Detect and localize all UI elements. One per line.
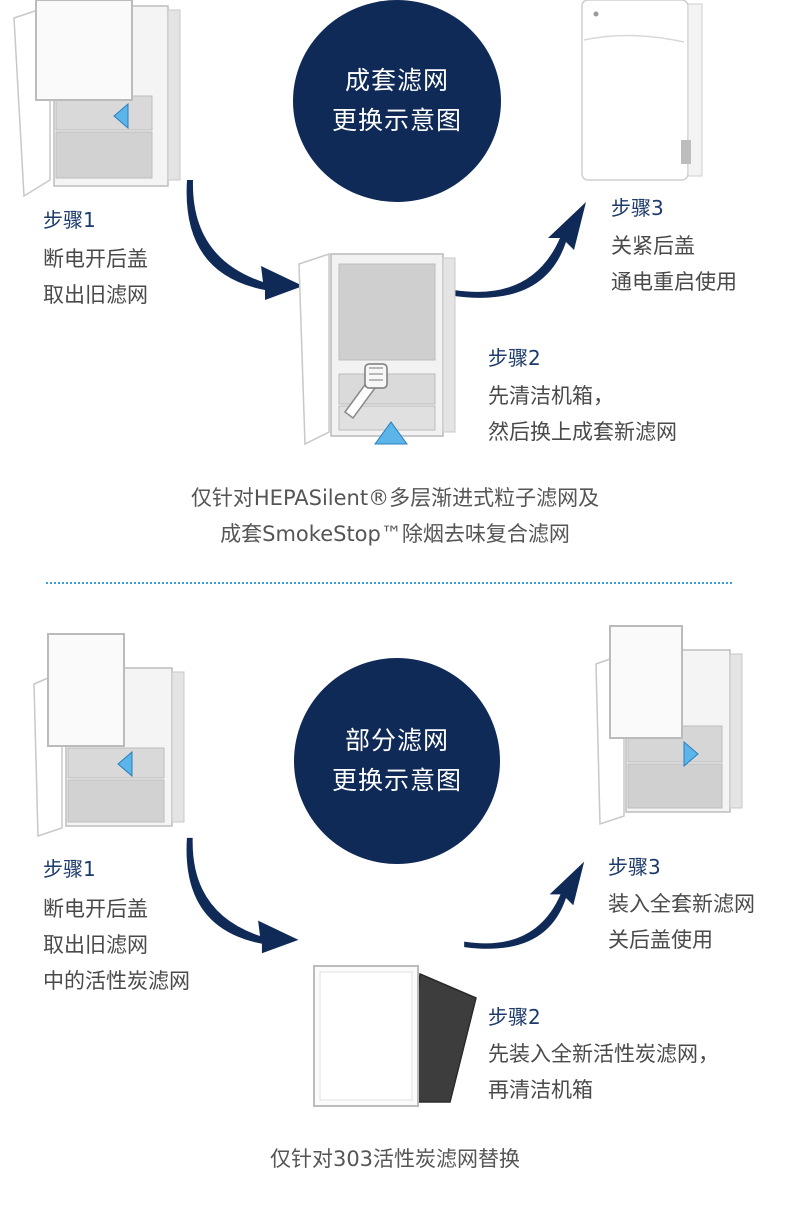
blue-arrow-marker-icon xyxy=(113,102,129,130)
section2-title-circle: 部分滤网 更换示意图 xyxy=(294,658,500,864)
section1-step1-line1: 断电开后盖 xyxy=(43,247,148,271)
section1-step2-title: 步骤2 xyxy=(488,346,541,370)
section1-circle-line1: 成套滤网 xyxy=(344,66,449,95)
section1-step3-line2: 通电重启使用 xyxy=(611,270,737,294)
section2-step1-line2: 取出旧滤网 xyxy=(43,933,148,957)
blue-arrow-marker-icon xyxy=(374,421,408,445)
section2-circle-line2: 更换示意图 xyxy=(331,766,462,795)
section2-note: 仅针对303活性炭滤网替换 xyxy=(269,1147,521,1171)
curved-arrow-icon xyxy=(186,180,303,300)
section1-step2-line1: 先清洁机箱， xyxy=(488,384,614,408)
curved-arrow-icon xyxy=(186,837,299,954)
section2-step2-title: 步骤2 xyxy=(488,1005,541,1029)
section2-step3-title: 步骤3 xyxy=(608,855,661,879)
section2-step2-line1: 先装入全新活性炭滤网， xyxy=(488,1042,719,1066)
section1-step3-line1: 关紧后盖 xyxy=(611,234,695,258)
section2-step1-title: 步骤1 xyxy=(43,857,96,881)
section2-step3-line2: 关后盖使用 xyxy=(608,928,713,952)
step3-unit-illustration xyxy=(581,0,703,181)
blue-arrow-marker-icon xyxy=(117,750,133,778)
section1-step1-title: 步骤1 xyxy=(43,208,96,232)
step2-unit-illustration xyxy=(298,252,456,446)
step1-unit-illustration xyxy=(13,0,181,198)
section2-step2-filter-illustration xyxy=(313,965,477,1107)
curved-arrow-icon xyxy=(454,202,586,298)
section2-step3-line1: 装入全套新滤网 xyxy=(608,892,755,916)
section1-title-circle: 成套滤网 更换示意图 xyxy=(293,0,501,202)
section2-step1-line3: 中的活性炭滤网 xyxy=(43,969,190,993)
curved-arrow-icon xyxy=(464,861,585,949)
blue-arrow-marker-icon xyxy=(683,740,699,768)
section1-step3-title: 步骤3 xyxy=(611,196,664,220)
section1-circle-line2: 更换示意图 xyxy=(331,106,462,135)
section-divider xyxy=(46,582,732,584)
section1-note-line1: 仅针对HEPASilent®多层渐进式粒子滤网及 xyxy=(190,486,600,510)
vacuum-nozzle-icon xyxy=(343,363,388,420)
section2-circle-line1: 部分滤网 xyxy=(344,726,449,755)
section2-step1-unit-illustration xyxy=(33,633,185,838)
section2-step2-line2: 再清洁机箱 xyxy=(488,1078,593,1102)
section2-step1-line1: 断电开后盖 xyxy=(43,897,148,921)
section2-step3-unit-illustration xyxy=(595,625,743,826)
section1-step2-line2: 然后换上成套新滤网 xyxy=(488,420,677,444)
section1-step1-line2: 取出旧滤网 xyxy=(43,283,148,307)
section1-note-line2: 成套SmokeStop™除烟去味复合滤网 xyxy=(220,522,570,546)
